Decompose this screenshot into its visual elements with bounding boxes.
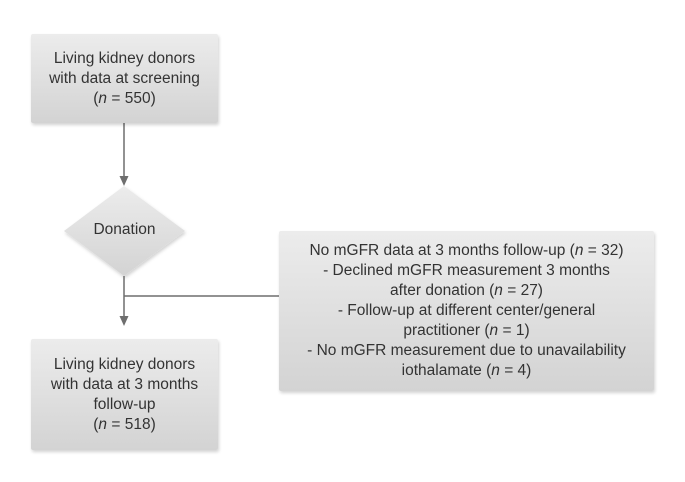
exclusion-item-2-text: practitioner ( xyxy=(403,322,490,339)
exclusion-item-3-n-value: = 4) xyxy=(499,362,532,379)
screening-box: Living kidney donors with data at screen… xyxy=(31,34,218,123)
exclusion-header: No mGFR data at 3 months follow-up (n = … xyxy=(309,241,623,261)
exclusion-item-1-n-value: = 27) xyxy=(502,282,543,299)
exclusion-header-n-var: n xyxy=(574,242,584,259)
exclusion-item-3-n-var: n xyxy=(491,362,500,379)
arrowhead-followup xyxy=(119,316,129,326)
exclusion-box: No mGFR data at 3 months follow-up (n = … xyxy=(279,231,654,391)
exclusion-item-1-line-1: - Declined mGFR measurement 3 months xyxy=(323,262,610,279)
followup-n-value: = 518) xyxy=(107,415,156,433)
screening-count: (n = 550) xyxy=(93,89,156,107)
arrowhead-donation xyxy=(119,176,129,186)
donation-label: Donation xyxy=(93,221,156,238)
screening-line-2: with data at screening xyxy=(49,69,200,87)
followup-line-2: with data at 3 months xyxy=(50,375,199,393)
followup-line-1: Living kidney donors xyxy=(53,355,196,373)
followup-count: (n = 518) xyxy=(93,415,156,433)
exclusion-header-n-value: = 32) xyxy=(583,242,624,259)
screening-n-var: n xyxy=(98,89,108,107)
exclusion-header-text: No mGFR data at 3 months follow-up ( xyxy=(309,242,575,259)
exclusion-item-2-n-var: n xyxy=(489,322,499,339)
followup-line-3: follow-up xyxy=(93,395,156,413)
exclusion-item-1-text: after donation ( xyxy=(390,282,495,299)
exclusion-item-2-line-2: practitioner (n = 1) xyxy=(403,321,529,341)
exclusion-item-1-n-var: n xyxy=(494,282,503,299)
exclusion-item-2-n-value: = 1) xyxy=(498,322,530,339)
followup-n-var: n xyxy=(98,415,108,433)
exclusion-item-3-line-2: iothalamate (n = 4) xyxy=(402,361,532,381)
followup-box: Living kidney donors with data at 3 mont… xyxy=(31,339,218,450)
screening-line-1: Living kidney donors xyxy=(53,49,196,67)
donation-diamond xyxy=(64,186,185,276)
exclusion-item-2-line-1: - Follow-up at different center/general xyxy=(337,302,596,319)
exclusion-item-1-line-2: after donation (n = 27) xyxy=(390,281,543,301)
exclusion-item-3-line-1: - No mGFR measurement due to unavailabil… xyxy=(307,342,626,359)
exclusion-item-3-text: iothalamate ( xyxy=(401,362,492,379)
screening-n-value: = 550) xyxy=(107,89,156,107)
